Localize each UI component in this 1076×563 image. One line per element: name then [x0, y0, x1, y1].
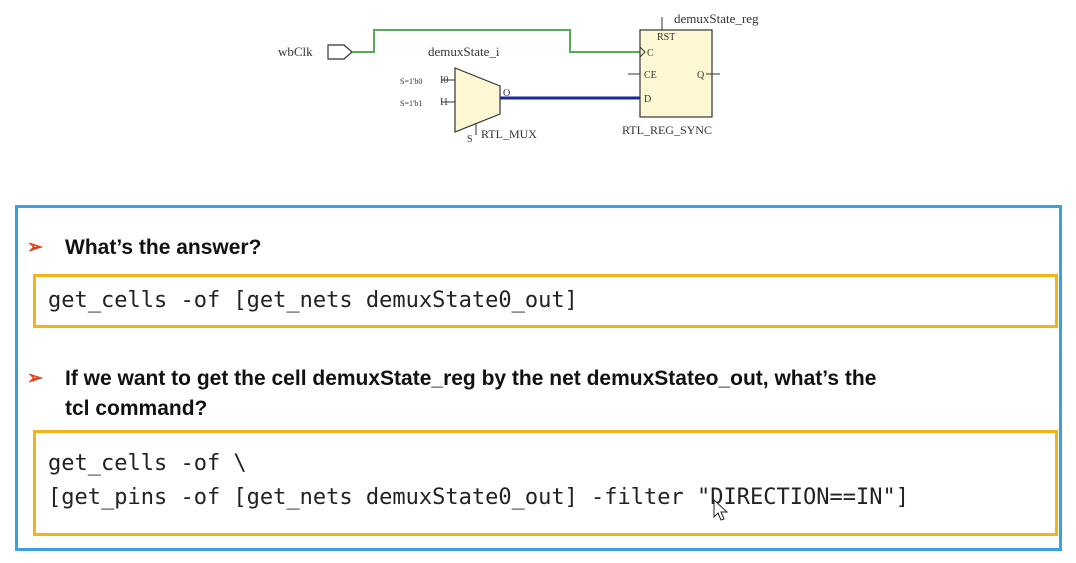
- register-pin-c: C: [647, 48, 654, 59]
- register-instance-name: demuxState_reg: [674, 11, 759, 26]
- register-pin-q: Q: [697, 70, 705, 81]
- mux-type-label: RTL_MUX: [481, 127, 537, 141]
- mux-symbol: [454, 67, 501, 133]
- register-type-label: RTL_REG_SYNC: [622, 123, 712, 137]
- answer-2-code-line: [get_pins -of [get_nets demuxState0_out]…: [48, 485, 909, 510]
- mux-in0-cond: S=1'b0: [400, 77, 422, 86]
- mouse-pointer-icon: [713, 499, 729, 521]
- question-2-text-line-2: tcl command?: [65, 397, 208, 420]
- question-1-text: What’s the answer?: [65, 236, 262, 259]
- schematic-diagram: wbClk demuxState_i S=1'b0 I0 S=1'b1 I1 O…: [278, 11, 759, 145]
- register-pin-d: D: [644, 94, 651, 105]
- mux-in0-pin: I0: [440, 75, 448, 86]
- input-port-label: wbClk: [278, 44, 313, 59]
- mux-sel-pin: S: [467, 134, 473, 145]
- answer-2-code-line: get_cells -of \: [48, 451, 247, 476]
- mux-in1-pin: I1: [440, 97, 448, 108]
- mux-out-pin: O: [503, 88, 510, 99]
- question-2-text-line-1: If we want to get the cell demuxState_re…: [65, 367, 877, 390]
- question-panel: ➢ What’s the answer? get_cells -of [get_…: [15, 205, 1062, 551]
- bullet-arrow-icon: ➢: [27, 368, 43, 389]
- mux-in1-cond: S=1'b1: [400, 99, 422, 108]
- clock-net: [352, 29, 640, 53]
- answer-2-codebox: get_cells -of \ [get_pins -of [get_nets …: [33, 430, 1058, 536]
- bullet-arrow-icon: ➢: [27, 237, 43, 258]
- answer-1-code-line: get_cells -of [get_nets demuxState0_out]: [48, 288, 578, 313]
- mux-instance-name: demuxState_i: [428, 44, 500, 59]
- register-pin-rst: RST: [657, 32, 675, 43]
- input-port-icon: [327, 44, 353, 60]
- answer-1-codebox: get_cells -of [get_nets demuxState0_out]: [33, 274, 1058, 328]
- register-pin-ce: CE: [644, 70, 657, 81]
- register-symbol: [639, 29, 713, 118]
